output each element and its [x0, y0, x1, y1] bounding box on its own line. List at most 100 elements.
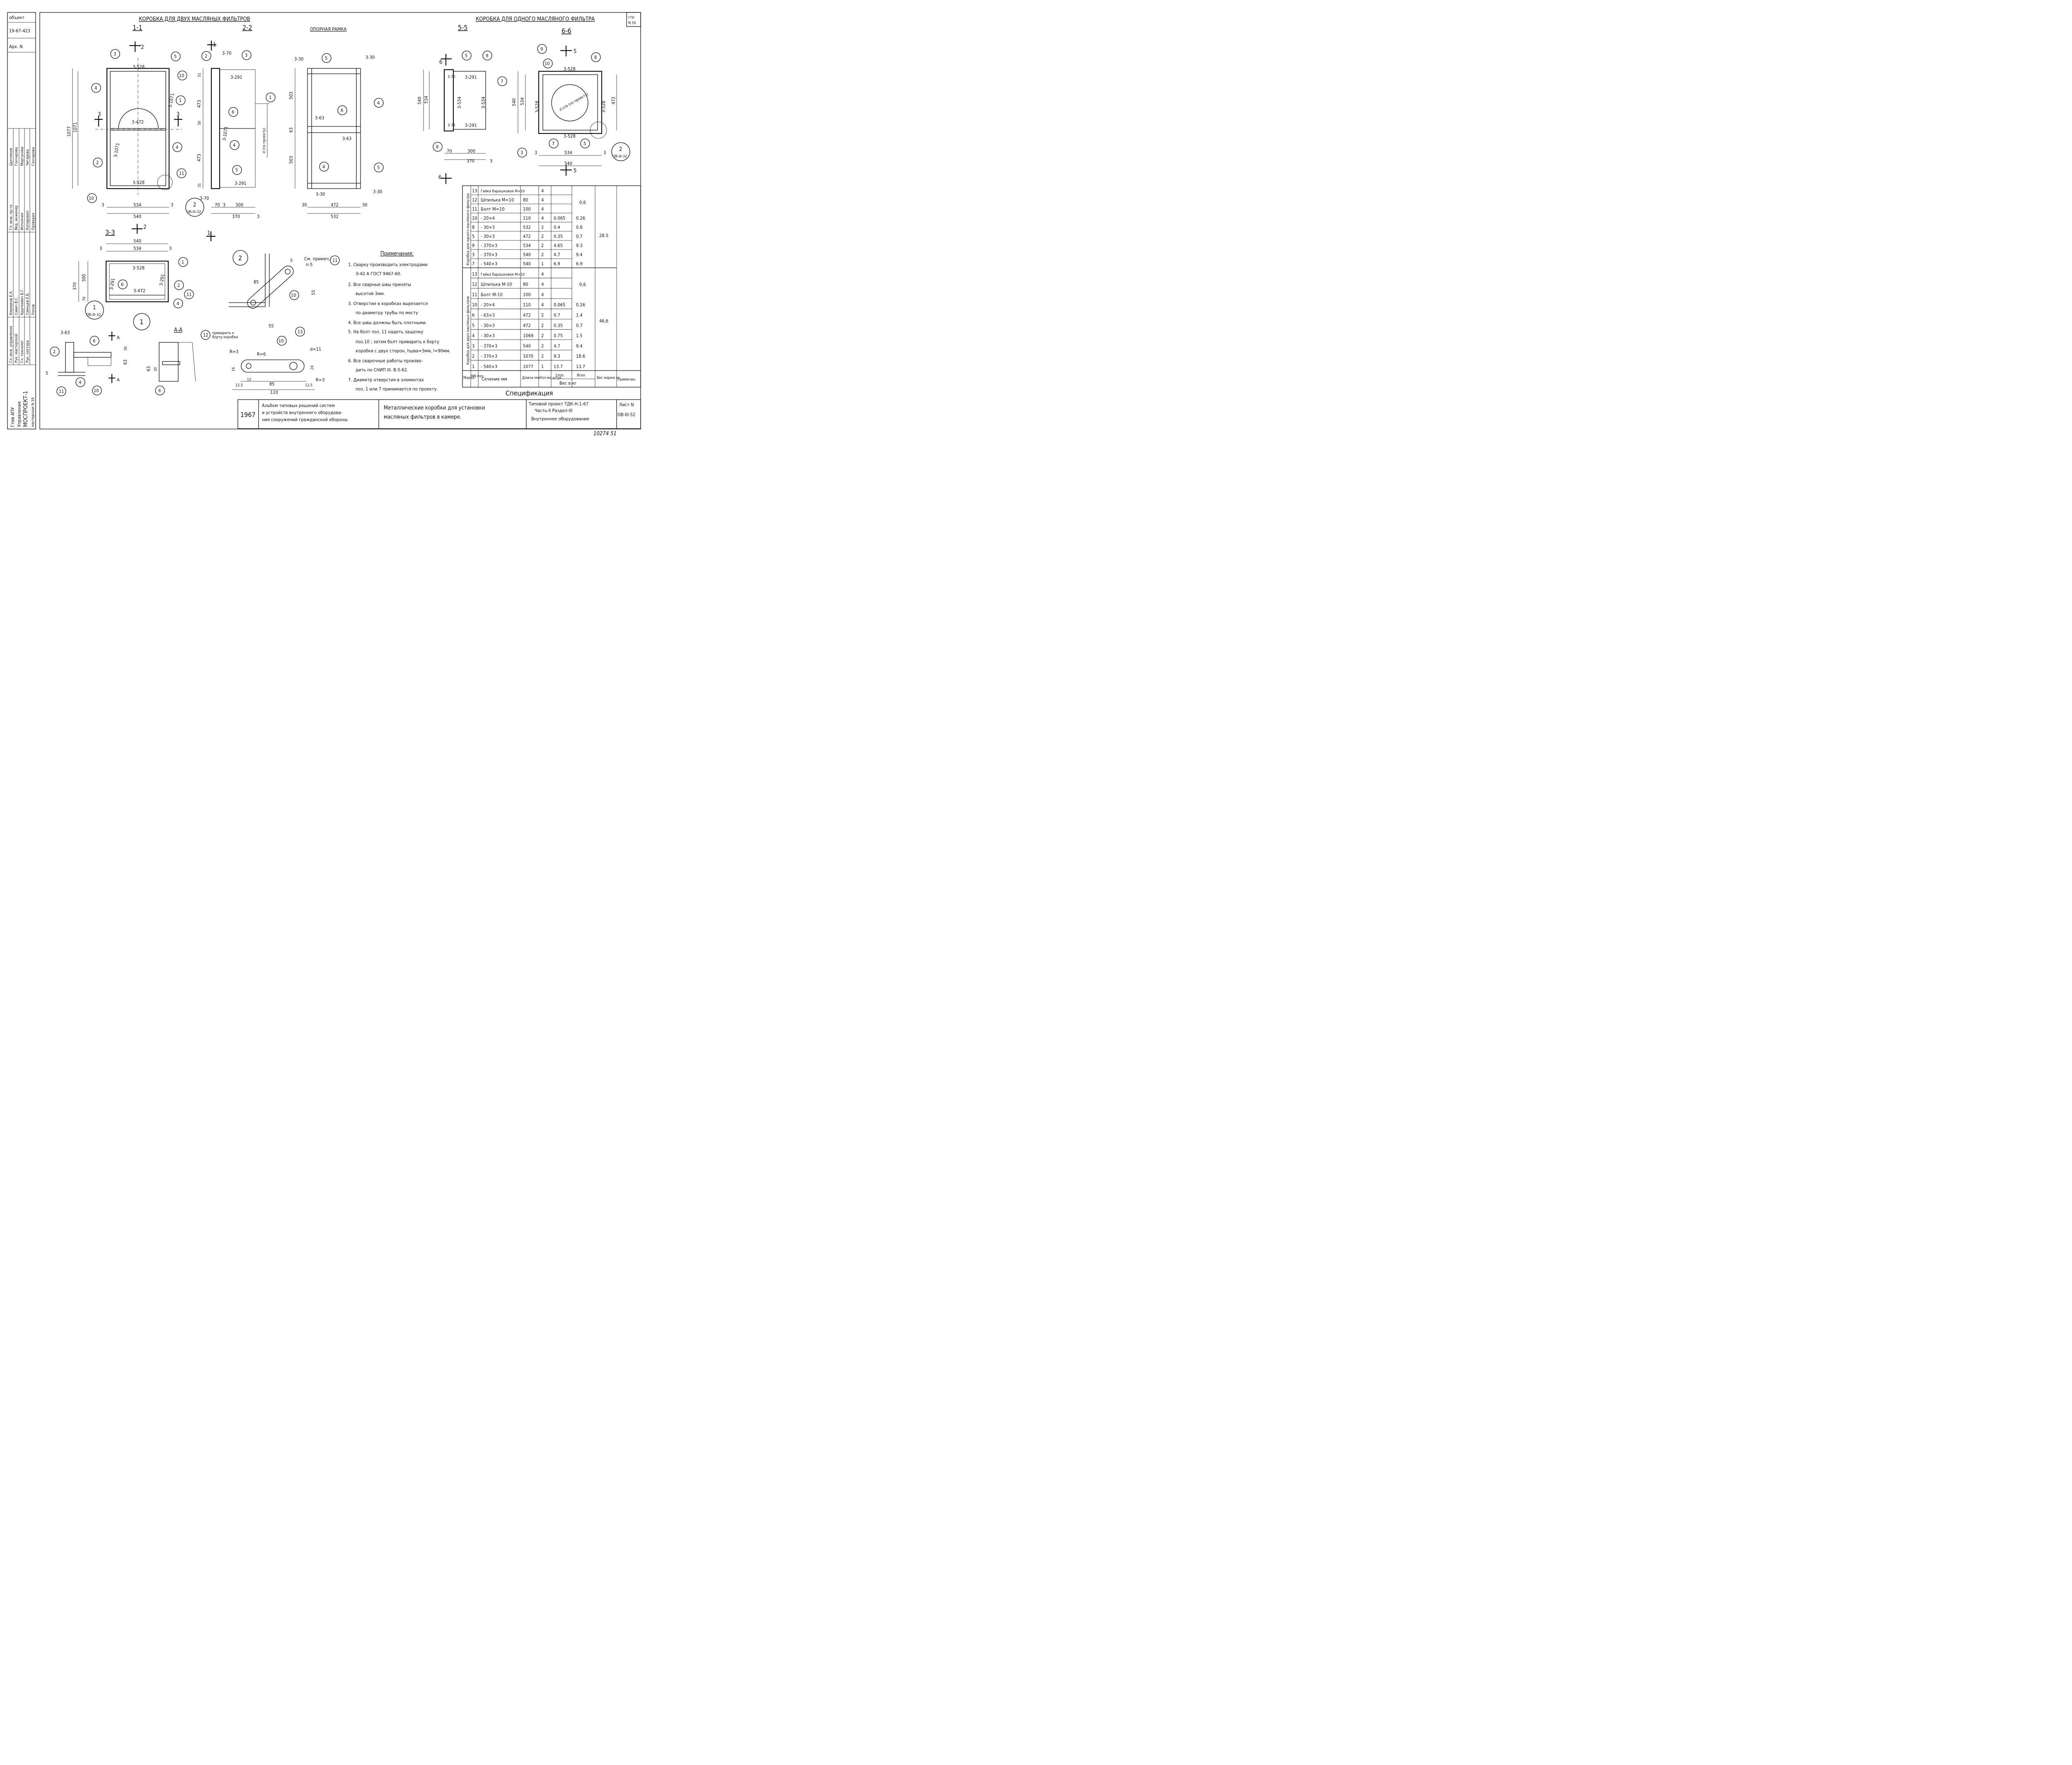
spec-cell: 5: [472, 234, 474, 239]
dim-label: 63: [288, 127, 294, 133]
svg-text:5: 5: [583, 141, 586, 146]
part-label: 3-528: [133, 265, 145, 271]
part-label: 3-291: [235, 181, 247, 186]
part-label: 3-291: [465, 123, 477, 128]
org-role-4: Рук. сектора: [26, 340, 30, 363]
staff-extra-2: Гончарова: [15, 147, 19, 166]
spec-header: Марка: [463, 376, 474, 380]
hole-label: d отв (по проекту): [559, 92, 589, 112]
spec-header: 1поз.: [555, 373, 564, 378]
title-support-frame: ОПОРНАЯ РАМКА: [310, 27, 347, 32]
svg-text:5: 5: [574, 48, 576, 55]
part-label: 3-70: [222, 51, 231, 56]
spec-cell: 6.9: [576, 261, 583, 267]
dim-label: 55: [269, 323, 274, 329]
note-line: 2. Все сварные швы приняты: [348, 282, 411, 287]
staff-role-4: Копировал: [26, 211, 30, 230]
dim-label: 540: [133, 214, 141, 219]
spec-cell: 110: [523, 302, 531, 308]
svg-text:4: 4: [233, 143, 235, 148]
spec-cell: 1069: [523, 333, 533, 339]
svg-text:3: 3: [114, 51, 116, 57]
svg-text:5: 5: [465, 53, 467, 58]
spec-cell: 0.7: [576, 323, 583, 328]
spec-group2-total: 46,6: [599, 318, 608, 324]
dim-label: 534: [520, 97, 525, 105]
spec-cell: 2: [472, 354, 474, 359]
spec-cell: - 30×3: [481, 234, 495, 239]
svg-text:10: 10: [179, 73, 184, 78]
spec-cell: 100: [523, 206, 531, 212]
callout-3: [110, 49, 120, 59]
section-3-3-label: 3-3: [105, 228, 115, 236]
svg-text:1: 1: [93, 305, 96, 311]
part-label: 3-70: [200, 196, 209, 201]
svg-text:А: А: [117, 377, 120, 383]
org-block-4: мастерская N 18: [31, 398, 35, 427]
title-one-filter: КОРОБКА ДЛЯ ОДНОГО МАСЛЯНОГО ФИЛЬТРА: [476, 16, 595, 22]
dim-label: 5: [290, 258, 293, 263]
see-note-item: п-5: [306, 262, 312, 267]
part-label: 3-30: [294, 56, 303, 62]
spec-cell: 2: [541, 323, 544, 328]
spec-cell: 4: [541, 282, 544, 287]
section-1-1-view: 3-528 3-528 3-472 3-1071 3-1071 1077 107…: [66, 41, 204, 219]
spec-cell: - 63×3: [481, 313, 495, 318]
svg-text:8: 8: [594, 55, 597, 60]
staff-extra-4: Чигарева: [26, 149, 30, 166]
spec-cell: 1077: [523, 364, 533, 369]
spec-cell: Гайка барашковая М=10: [481, 189, 525, 194]
section-A-A-label: А-А: [174, 327, 182, 333]
svg-text:4: 4: [176, 145, 178, 150]
dim-label: 16: [232, 367, 236, 371]
svg-text:2: 2: [193, 202, 196, 208]
spec-cell: 4: [541, 302, 544, 308]
spec-cell: 0.065: [554, 216, 565, 221]
drawing-sheet: объект 19-67-423 Арх. N Гл. инж. пр-та В…: [7, 12, 641, 437]
svg-text:11: 11: [332, 258, 338, 263]
staff-role-5: Проверил: [31, 213, 36, 230]
spec-cell: 11: [472, 292, 477, 297]
part-label: 3-1071: [113, 143, 121, 158]
spec-cell: - 370×3: [481, 252, 497, 257]
dim-label: 31: [198, 183, 202, 187]
dim-label: 30: [362, 202, 368, 208]
spec-cell: 2: [541, 252, 544, 257]
svg-text:2: 2: [238, 254, 242, 262]
staff-name-3: Крупкевич Б.Г.: [20, 289, 24, 315]
album-line: и устройств внутреннего оборудова-: [262, 410, 342, 415]
part-label: 3-291: [465, 75, 477, 80]
part-label: 3-534: [457, 97, 462, 109]
sheet-number: ОВ-III-52: [617, 412, 635, 417]
spec-cell: 2: [541, 313, 544, 318]
part-label: 3-291: [230, 75, 242, 80]
dim-label: 3: [171, 202, 173, 208]
spec-cell: 4: [541, 188, 544, 194]
object-label: объект: [9, 15, 24, 20]
spec-cell: 1: [472, 364, 474, 369]
spec-cell: - 30×3: [481, 323, 495, 328]
spec-cell: 9.4: [576, 343, 583, 349]
spec-cell: 4: [541, 197, 544, 203]
latch-detail-10-view: 10 R=3 R=6 d=11 R=3 110 85 12,5 12,5 12 …: [230, 336, 324, 395]
dim-label: 370: [72, 282, 77, 290]
dim-label: 540: [564, 161, 572, 166]
staff-role-1: Гл. инж. пр-та: [9, 205, 13, 230]
spec-header: Вес марки кг: [597, 376, 620, 380]
spec-group1-fasteners: 0,6: [579, 200, 586, 205]
part-label: 3-30: [316, 192, 325, 197]
svg-text:4: 4: [322, 164, 325, 170]
note-line: поз.10 ; затем болт приварить к борту: [356, 339, 439, 344]
detail-2-view: 2 85 55 55 5 См. примеч. п-5 11 10 13 12…: [201, 250, 340, 340]
org-role-2: Рук. мастерской: [15, 334, 19, 363]
project-line: Часть-II Раздел-III: [535, 408, 572, 413]
staff-extra-3: Маргунова: [20, 147, 24, 166]
dim-label: 534: [133, 246, 141, 251]
spec-cell: - 540×3: [481, 364, 497, 369]
spec-header: Вес в кг: [559, 381, 577, 386]
dim-label: 3: [223, 202, 225, 208]
spec-cell: 13.7: [554, 364, 563, 369]
dim-label: 534: [424, 96, 429, 104]
spec-header: Кол-во штук: [540, 376, 562, 380]
note-line: 5. На болт поз. 11 надеть защелку: [348, 329, 424, 335]
